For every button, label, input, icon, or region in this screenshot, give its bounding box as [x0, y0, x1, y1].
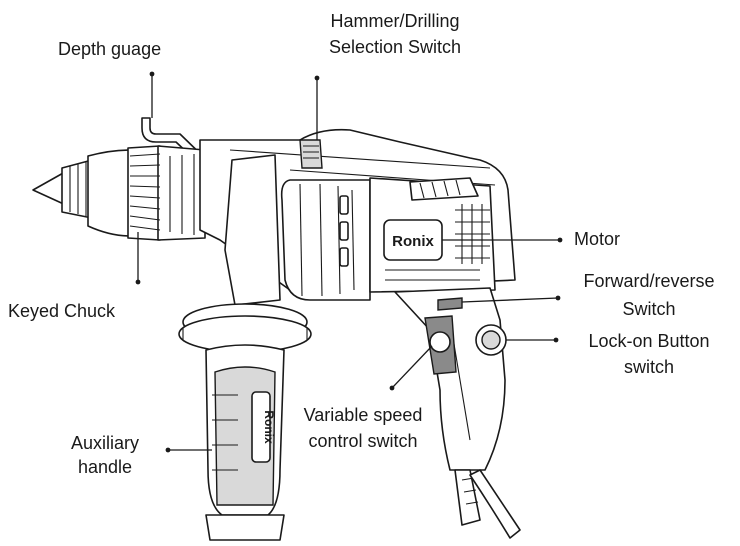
label-keyed-chuck: Keyed Chuck — [8, 301, 116, 321]
label-motor: Motor — [574, 229, 621, 249]
motor-housing — [280, 177, 496, 301]
label-selection-switch-line2: Selection Switch — [328, 37, 462, 57]
label-forward-reverse: Forward/reverse Switch — [566, 270, 732, 320]
handle-brand-logo: Ronix — [262, 410, 276, 444]
label-forward-reverse-line2: Switch — [622, 299, 676, 319]
forward-reverse-switch — [437, 297, 463, 311]
label-lock-on: Lock-on Button switch — [566, 330, 732, 378]
label-forward-reverse-line1: Forward/reverse — [583, 271, 715, 291]
chuck-tip — [32, 159, 93, 219]
keyed-chuck-body — [87, 145, 206, 241]
auxiliary-handle — [178, 154, 312, 541]
label-variable-speed-line2: control switch — [308, 431, 418, 451]
label-lock-on-line1: Lock-on Button — [588, 331, 710, 351]
label-auxiliary-handle: Auxiliary handle — [50, 432, 160, 478]
label-selection-switch: Hammer/Drilling Selection Switch — [305, 10, 485, 58]
label-variable-speed: Variable speed control switch — [278, 404, 448, 452]
selector-switch — [299, 139, 323, 169]
lock-on-button — [475, 324, 507, 356]
label-auxiliary-handle-line2: handle — [77, 457, 133, 477]
label-selection-switch-line1: Hammer/Drilling — [330, 11, 460, 31]
variable-speed-trigger — [424, 315, 457, 375]
leader-lines — [135, 71, 563, 453]
label-lock-on-line2: switch — [623, 357, 674, 377]
label-depth-gauge: Depth guage — [58, 39, 162, 59]
body-brand-logo: Ronix — [392, 233, 434, 250]
label-variable-speed-line1: Variable speed — [303, 405, 423, 425]
label-auxiliary-handle-line1: Auxiliary — [70, 433, 140, 453]
